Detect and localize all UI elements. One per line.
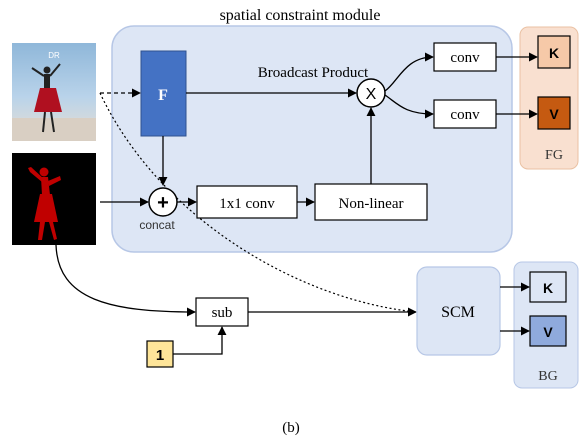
conv-bottom-label: conv xyxy=(450,107,480,123)
scm-label: SCM xyxy=(441,304,475,321)
fg-v-box xyxy=(537,96,571,130)
figure-caption: (b) xyxy=(282,420,300,436)
sub-box xyxy=(195,297,249,327)
diagram-title: spatial constraint module xyxy=(220,7,381,24)
photo-to-scm-dotted-curve xyxy=(99,92,417,313)
fg-v-label: V xyxy=(549,106,559,122)
bg-k-box xyxy=(529,271,567,303)
f-block xyxy=(140,50,187,137)
nonlinear-box xyxy=(314,183,428,221)
input-photo-image: DR xyxy=(12,43,96,141)
input-mask-image xyxy=(12,153,96,245)
sub-label: sub xyxy=(212,305,233,321)
svg-text:DR: DR xyxy=(48,51,60,60)
multiply-to-conv-top-arrow xyxy=(384,52,434,92)
mask-to-sub-arrow xyxy=(55,244,196,317)
conv-bottom-box xyxy=(433,99,497,129)
f-block-label: F xyxy=(158,87,168,104)
nonlinear-label: Non-linear xyxy=(339,196,404,212)
fg-label: FG xyxy=(545,148,563,163)
fg-k-box xyxy=(537,35,571,69)
conv1x1-label: 1x1 conv xyxy=(219,196,275,212)
one-to-sub-arrow xyxy=(173,326,227,355)
concat-label: concat xyxy=(139,218,175,232)
fg-k-label: K xyxy=(549,45,559,61)
one-box xyxy=(146,340,174,368)
one-label: 1 xyxy=(156,347,164,364)
scm-box xyxy=(416,266,501,356)
multiply-symbol: X xyxy=(366,86,377,103)
bg-k-label: K xyxy=(543,280,553,296)
conv-top-label: conv xyxy=(450,50,480,66)
bg-label: BG xyxy=(538,369,557,384)
multiply-circle xyxy=(356,78,386,108)
bg-v-box xyxy=(529,315,567,347)
conv-top-box xyxy=(433,42,497,72)
add-symbol: + xyxy=(157,192,169,214)
multiply-to-conv-bottom-arrow xyxy=(384,94,434,119)
broadcast-product-label: Broadcast Product xyxy=(258,65,369,81)
bg-v-label: V xyxy=(543,324,553,340)
